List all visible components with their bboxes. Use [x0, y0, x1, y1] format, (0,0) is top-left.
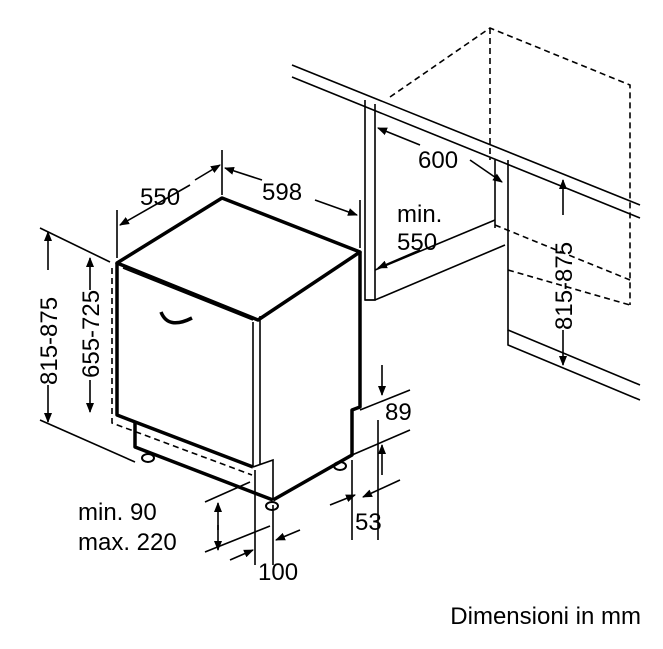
foot-icon: [265, 501, 279, 511]
dimension-lines: [39, 127, 567, 565]
plinth-offset-label: 100: [258, 559, 298, 586]
niche-width-label: 600: [418, 147, 458, 174]
plinth-depth-bottom-label: 53: [355, 509, 382, 536]
niche-min-label: min.: [397, 201, 442, 228]
plinth-max-label: max. 220: [78, 529, 177, 556]
door-height-range-label: 655-725: [78, 290, 105, 378]
units-caption: Dimensioni in mm: [450, 603, 641, 630]
niche-min-depth-label: 550: [397, 229, 437, 256]
width-label: 598: [262, 179, 302, 206]
foot-icon: [333, 461, 347, 471]
height-range-label: 815-875: [36, 297, 63, 385]
foot-icon: [141, 453, 155, 463]
kitchen-niche: [291, 27, 641, 401]
dishwasher-body: [111, 196, 362, 511]
plinth-depth-top-label: 89: [385, 399, 412, 426]
depth-label: 550: [140, 184, 180, 211]
plinth-min-label: min. 90: [78, 499, 157, 526]
niche-height-range-label: 815-875: [551, 242, 578, 330]
